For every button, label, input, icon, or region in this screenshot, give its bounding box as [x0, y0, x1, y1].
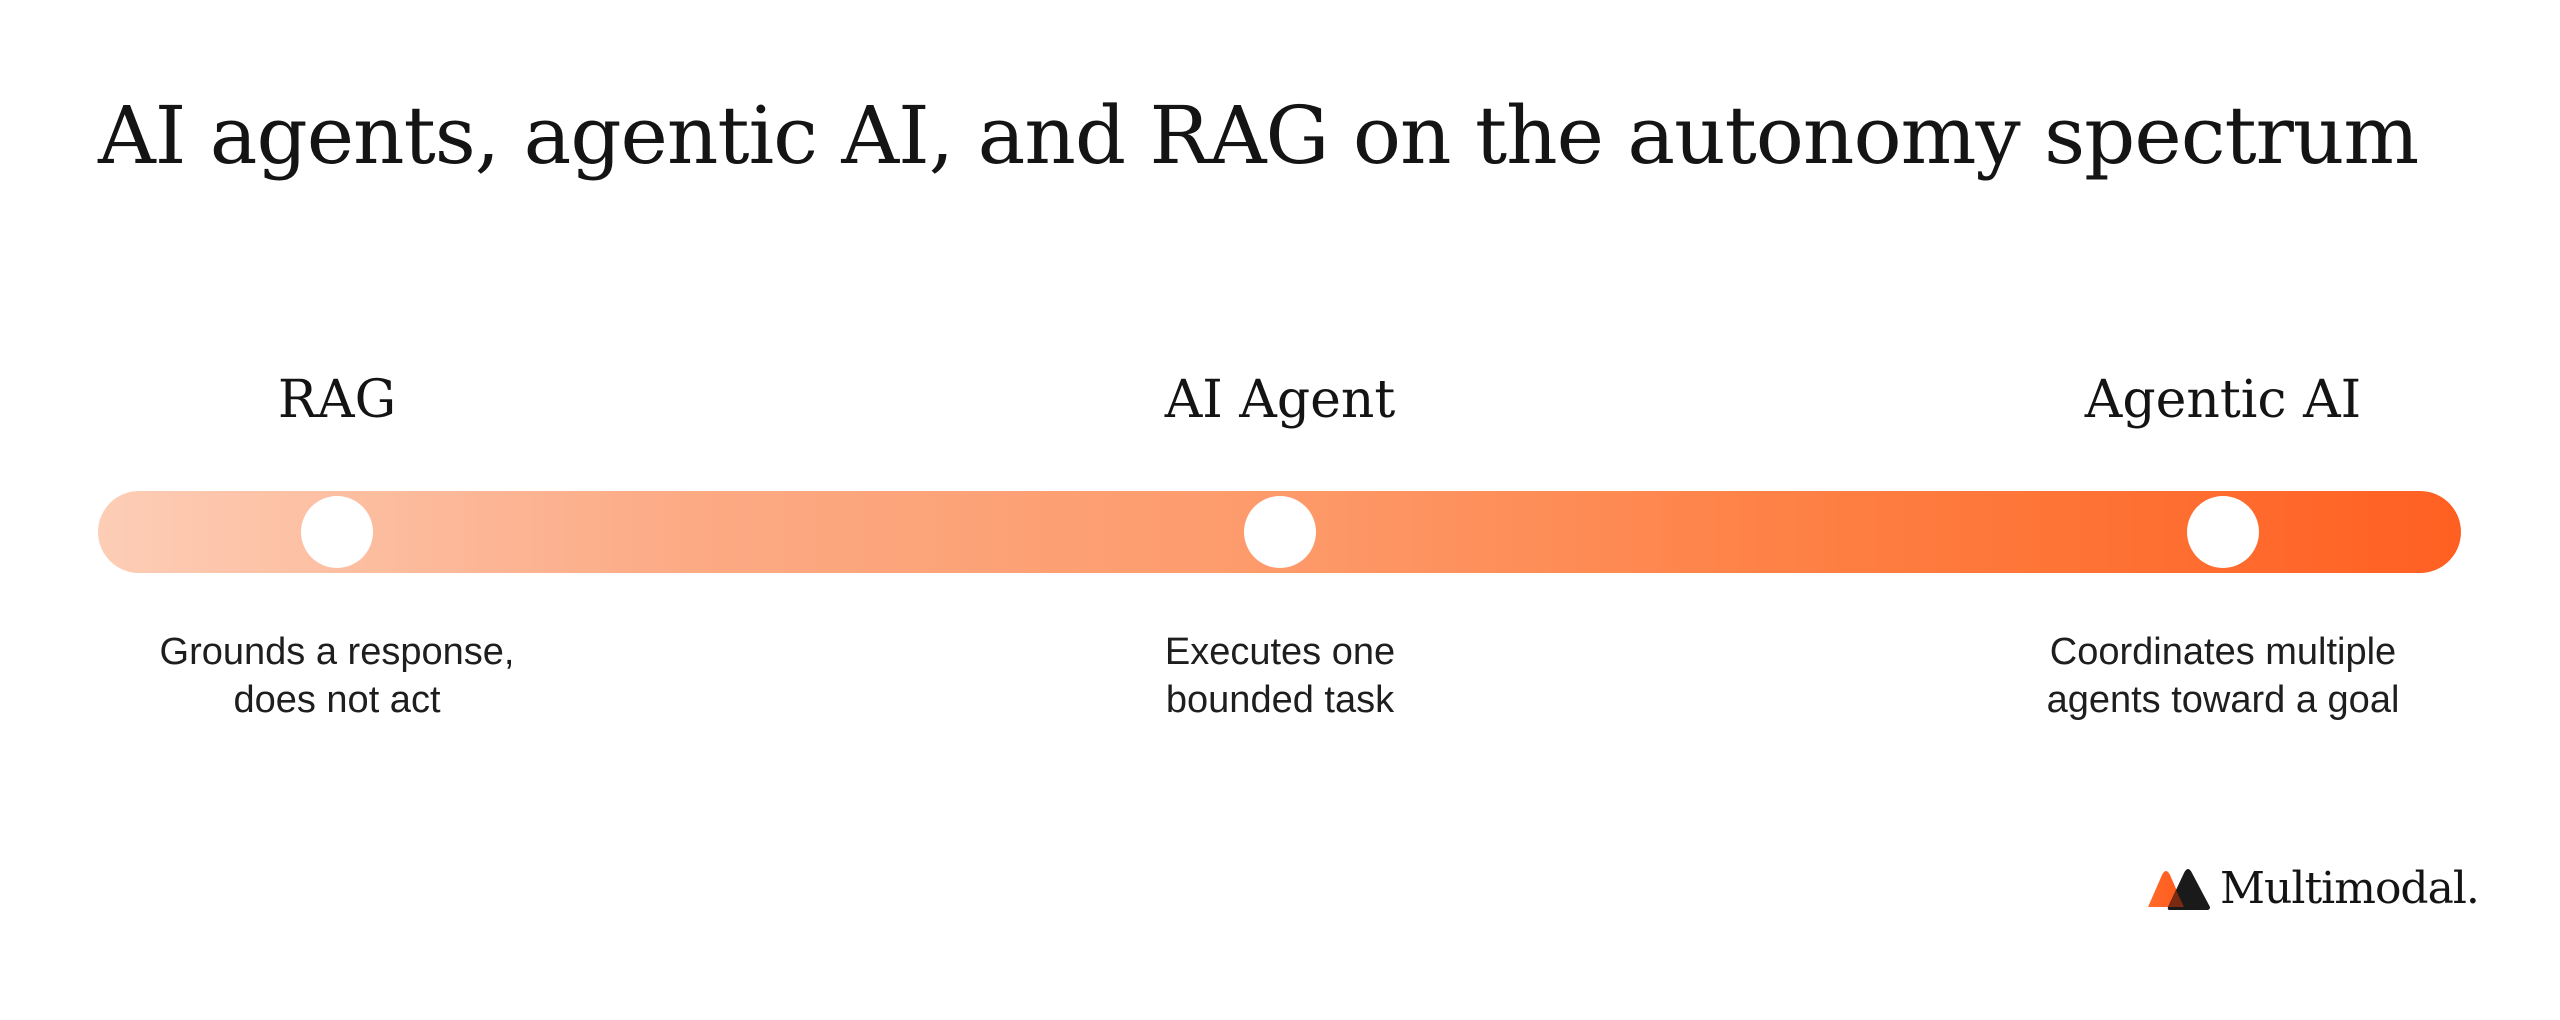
stop-description-line: Grounds a response,	[159, 631, 515, 673]
stop-description-line: bounded task	[1165, 679, 1395, 721]
stop-description-rag: Grounds a response, does not act	[77, 628, 597, 724]
stop-label-ai-agent: AI Agent	[1164, 370, 1396, 430]
stop-description-line: does not act	[233, 679, 441, 721]
stop-label-rag: RAG	[277, 370, 397, 430]
stop-description-line: Coordinates multiple	[2049, 631, 2397, 673]
stop-description-line: Executes one	[1164, 631, 1396, 673]
brand-name: Multimodal.	[2220, 863, 2480, 914]
stop-description-ai-agent: Executes one bounded task	[1020, 628, 1540, 724]
stop-marker-ai-agent	[1244, 496, 1316, 568]
stop-description-line: agents toward a goal	[2046, 679, 2400, 721]
page-title: AI agents, agentic AI, and RAG on the au…	[98, 89, 2419, 182]
multimodal-logo-icon	[2148, 869, 2210, 910]
stop-label-agentic-ai: Agentic AI	[2084, 370, 2362, 430]
stop-marker-rag	[301, 496, 373, 568]
stop-description-agentic-ai: Coordinates multiple agents toward a goa…	[1963, 628, 2483, 724]
stop-marker-agentic-ai	[2187, 496, 2259, 568]
brand-logo: Multimodal.	[2146, 863, 2480, 914]
